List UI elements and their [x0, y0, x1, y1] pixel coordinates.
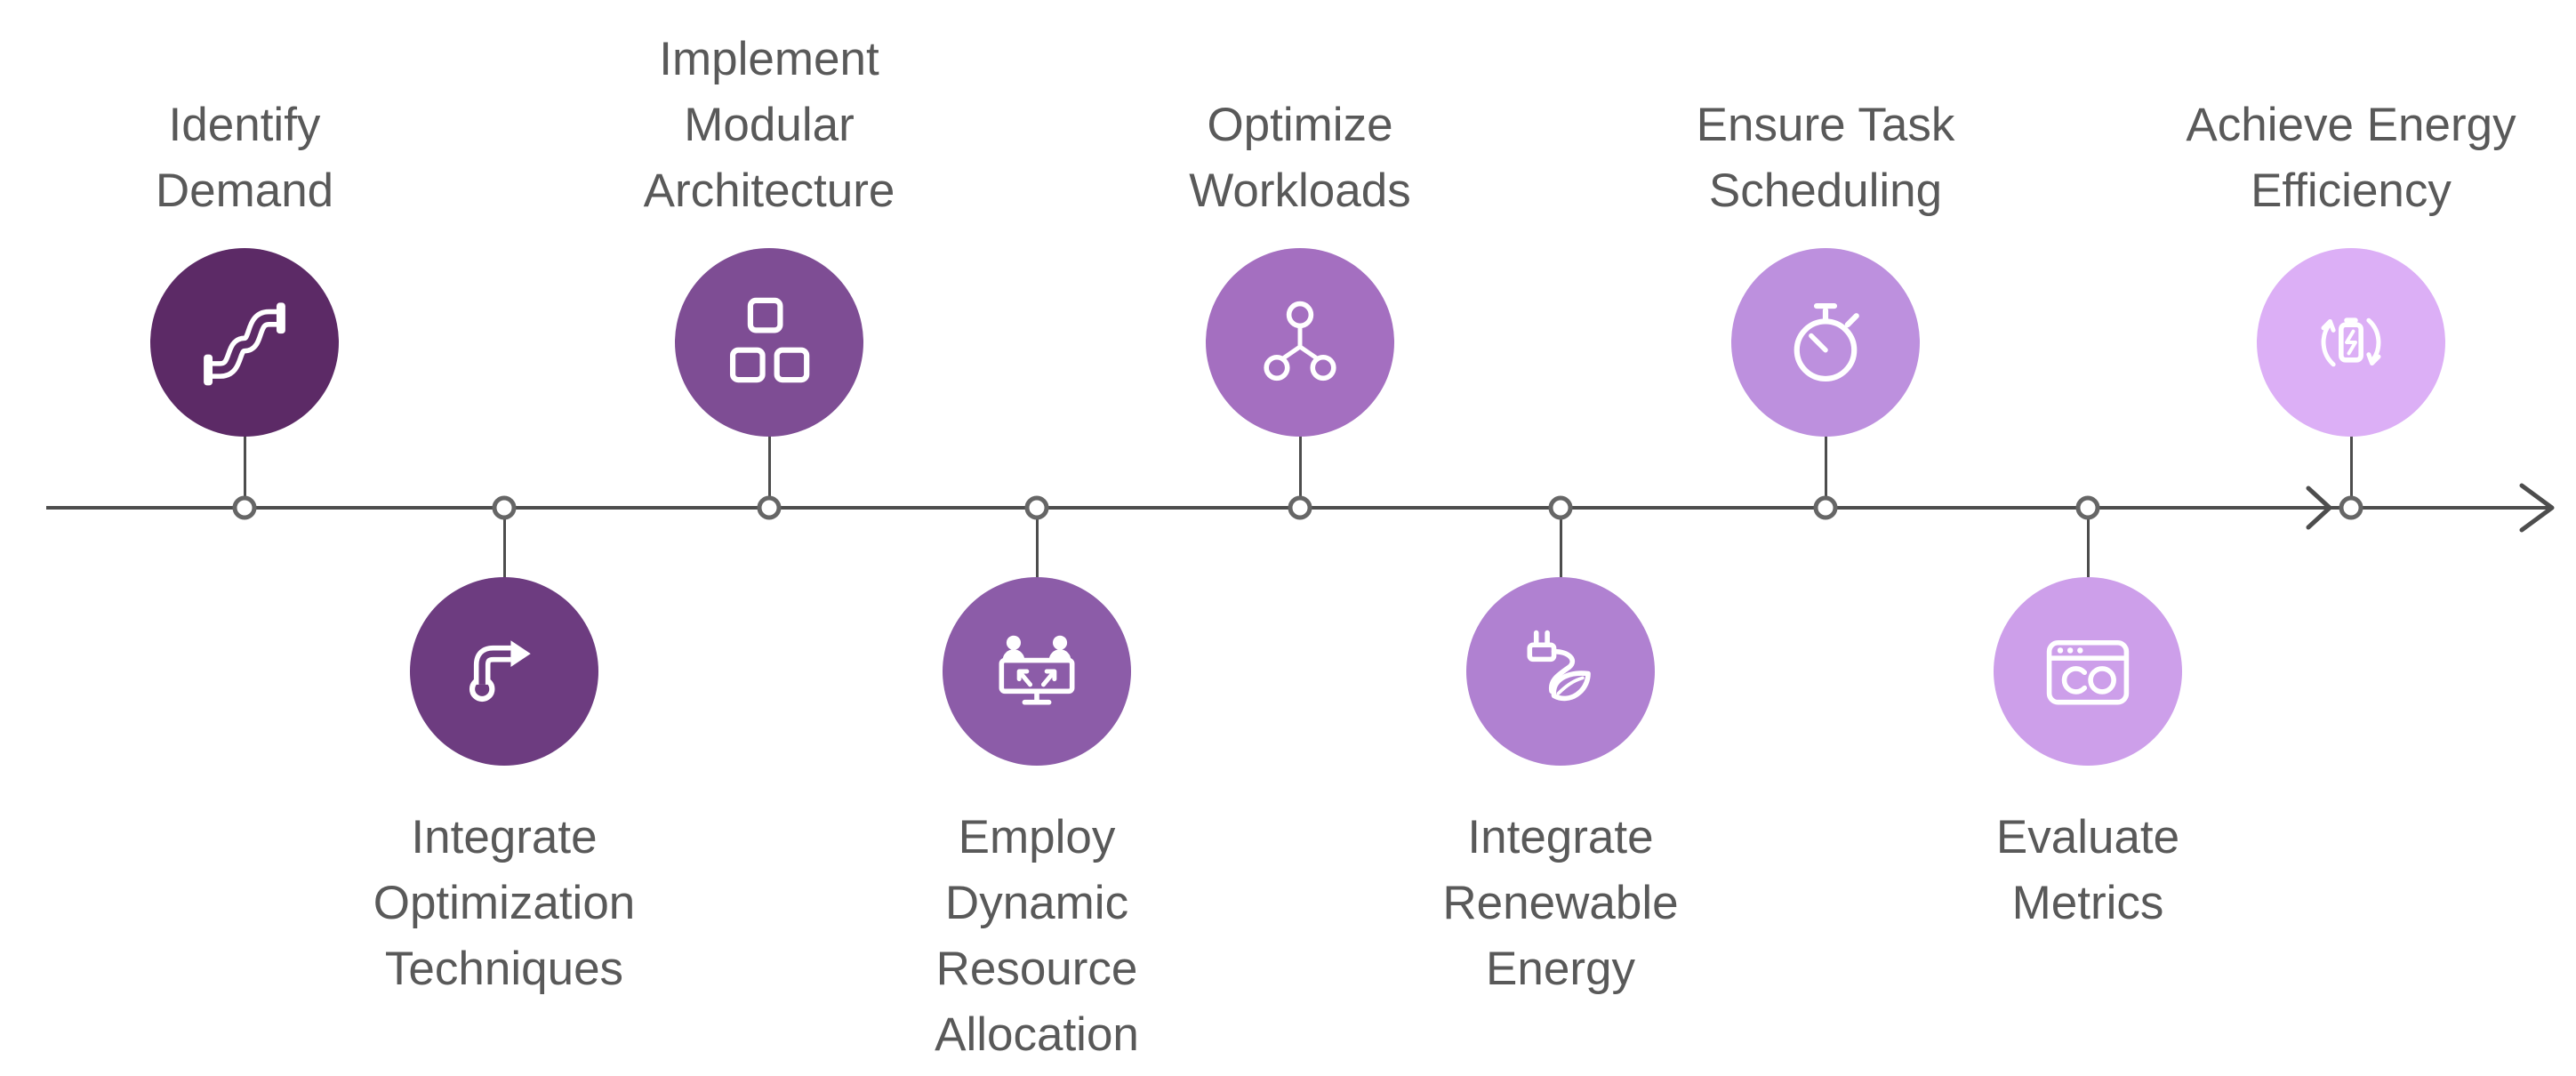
- metrics-window-icon: [2046, 639, 2130, 705]
- timeline-dot: [1548, 495, 1573, 520]
- step-circle: [943, 577, 1131, 766]
- step-label: Implement Modular Architecture: [643, 33, 895, 217]
- timeline-arrowhead-icon: [2519, 483, 2555, 533]
- step-label: Employ Dynamic Resource Allocation: [935, 811, 1139, 1061]
- timeline-dot: [2339, 495, 2363, 520]
- step-circle: [2257, 248, 2445, 437]
- timeline-dot: [2075, 495, 2100, 520]
- step-label: Ensure Task Scheduling: [1696, 99, 1955, 217]
- step-circle: [1466, 577, 1655, 766]
- timeline-dot: [492, 495, 517, 520]
- timeline-dot: [232, 495, 257, 520]
- network-nodes-icon: [1264, 301, 1336, 381]
- timeline-dot: [757, 495, 782, 520]
- step-circle: [1731, 248, 1920, 437]
- bent-arrow-icon: [469, 640, 531, 703]
- timeline-dot: [1288, 495, 1312, 520]
- timeline-dot: [1024, 495, 1049, 520]
- battery-recycle-icon: [2321, 317, 2381, 367]
- step-circle: [150, 248, 339, 437]
- step-label: Integrate Renewable Energy: [1442, 811, 1679, 995]
- timeline-dot: [1813, 495, 1838, 520]
- step-label: Achieve Energy Efficiency: [2186, 99, 2516, 217]
- step-circle: [1994, 577, 2182, 766]
- step-circle: [1206, 248, 1394, 437]
- plug-leaf-icon: [1527, 630, 1591, 702]
- step-label: Identify Demand: [155, 99, 334, 217]
- modules-icon: [729, 297, 810, 383]
- step-circle: [675, 248, 863, 437]
- pipe-icon: [204, 302, 285, 386]
- step-label: Integrate Optimization Techniques: [373, 811, 636, 995]
- resource-share-icon: [999, 635, 1075, 705]
- stopwatch-icon: [1794, 302, 1859, 382]
- timeline-chevron-icon: [2306, 486, 2332, 530]
- step-label: Optimize Workloads: [1189, 99, 1411, 217]
- step-label: Evaluate Metrics: [1995, 811, 2180, 929]
- step-circle: [410, 577, 598, 766]
